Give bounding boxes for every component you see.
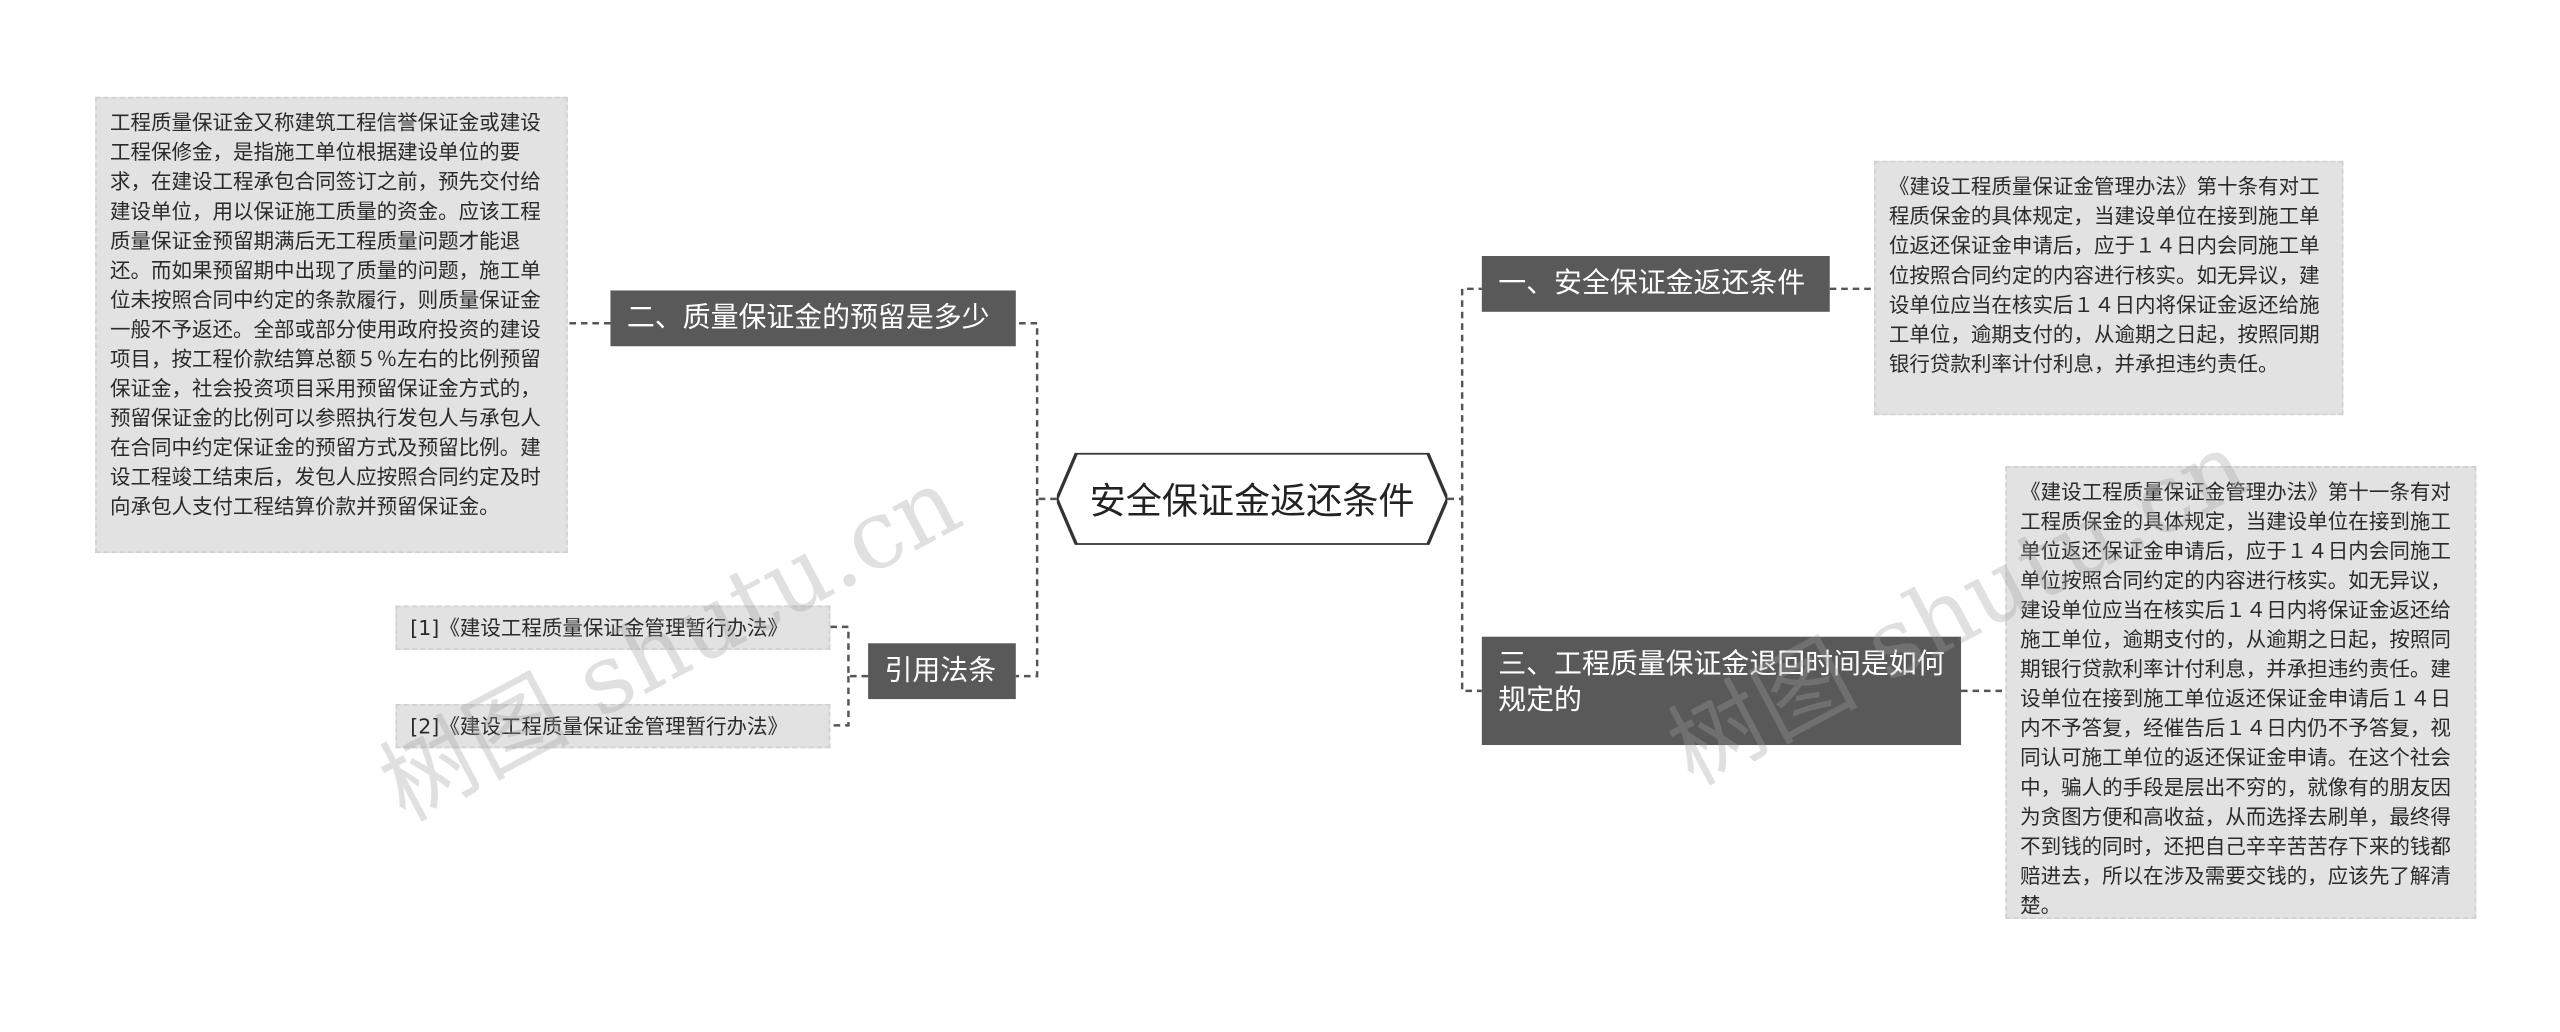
leaf-text-5: [2]《建设工程质量保证金管理暂行办法》 [410, 713, 789, 739]
leaf-node-2[interactable]: 工程质量保证金又称建筑工程信誉保证金或建设工程保修金，是指施工单位根据建设单位的… [95, 96, 568, 554]
leaf-text-3: 《建设工程质量保证金管理办法》第十一条有对工程质保金的具体规定，当建设单位在接到… [2020, 479, 2451, 918]
connector-root-b1 [1447, 287, 1482, 501]
branch-node-2[interactable]: 二、质量保证金的预留是多少 [610, 290, 1016, 347]
branch-node-1[interactable]: 一、安全保证金返还条件 [1481, 256, 1830, 312]
leaf-node-1[interactable]: 《建设工程质量保证金管理办法》第十条有对工程质保金的具体规定，当建设单位在接到施… [1874, 160, 2344, 416]
branch-node-3[interactable]: 三、工程质量保证金退回时间是如何规定的 [1481, 636, 1962, 746]
root-hexagon-shape [1056, 452, 1448, 545]
leaf-text-2: 工程质量保证金又称建筑工程信誉保证金或建设工程保修金，是指施工单位根据建设单位的… [109, 109, 541, 519]
leaf-text-4: [1]《建设工程质量保证金管理暂行办法》 [410, 615, 789, 641]
leaf-text-1: 《建设工程质量保证金管理办法》第十条有对工程质保金的具体规定，当建设单位在接到施… [1888, 173, 2320, 376]
branch-label-2: 二、质量保证金的预留是多少 [626, 301, 990, 335]
root-label: 安全保证金返还条件 [1089, 482, 1415, 524]
leaf-node-3[interactable]: 《建设工程质量保证金管理办法》第十一条有对工程质保金的具体规定，当建设单位在接到… [2005, 466, 2477, 919]
branch-label-4: 引用法条 [884, 654, 997, 688]
leaf-node-4[interactable]: [1]《建设工程质量保证金管理暂行办法》 [395, 605, 831, 650]
root-node[interactable]: 安全保证金返还条件 [1056, 452, 1448, 545]
leaf-node-5[interactable]: [2]《建设工程质量保证金管理暂行办法》 [395, 704, 831, 749]
connector-b4-l4 [830, 625, 869, 678]
connector-b4-l5 [830, 676, 850, 727]
connector-root-b2 [1015, 322, 1057, 501]
branch-label-1: 一、安全保证金返还条件 [1498, 267, 1806, 301]
connector-root-b3 [1460, 498, 1482, 693]
branch-label-3: 三、工程质量保证金退回时间是如何规定的 [1498, 648, 1945, 718]
branch-node-4[interactable]: 引用法条 [868, 643, 1016, 700]
connector-root-b4 [1015, 498, 1039, 678]
